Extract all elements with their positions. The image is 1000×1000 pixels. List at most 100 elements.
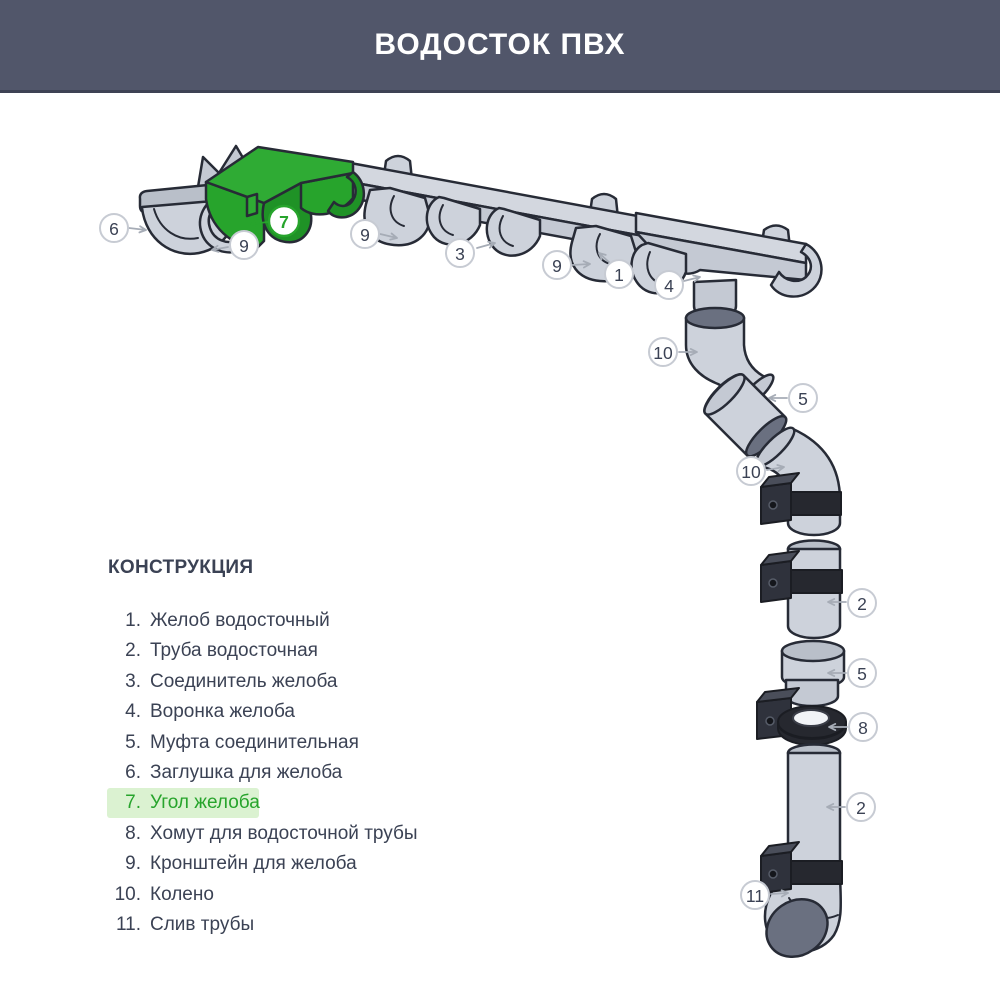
page-title: ВОДОСТОК ПВХ: [374, 28, 626, 61]
downpipe-lower: [786, 743, 842, 874]
callout-number: 11: [746, 886, 764, 906]
callout-number: 1: [614, 265, 624, 285]
callout-10: 10: [648, 337, 698, 367]
callout-8: 8: [828, 712, 878, 742]
callout-circle: [736, 456, 766, 486]
callout-arrow-icon: [826, 803, 846, 811]
callout-number: 5: [857, 664, 867, 684]
legend-item-number: 4.: [125, 701, 141, 723]
callout-4: 4: [654, 270, 701, 300]
callout-5: 5: [768, 383, 818, 413]
legend-item-number: 10.: [114, 883, 141, 905]
pipe-clamp: [760, 472, 842, 525]
callout-arrow-icon: [678, 348, 698, 356]
legend-item-number: 1.: [125, 610, 141, 631]
callout-arrow-icon: [476, 240, 496, 249]
legend-item-7-highlighted[interactable]: 7. Угол желоба: [70, 788, 500, 818]
funnel: [630, 211, 823, 321]
gutter-connector: [485, 206, 542, 257]
callout-arrow-icon: [598, 252, 612, 265]
callout-arrow-icon: [770, 889, 789, 898]
callout-arrow-icon: [766, 464, 785, 473]
legend-item-label: Желоб водосточный: [150, 610, 330, 631]
legend-item-number: 6.: [125, 762, 141, 784]
legend-item-8[interactable]: 8. Хомут для водосточной трубы: [70, 819, 500, 849]
legend-item-6[interactable]: 6. Заглушка для желоба: [70, 758, 500, 788]
legend-panel: КОНСТРУКЦИЯ 1. Желоб водосточный 2. Труб…: [70, 556, 500, 940]
legend-item-label: Заглушка для желоба: [150, 762, 343, 784]
legend-item-number: 8.: [125, 822, 141, 844]
legend-item-number: 3.: [125, 670, 141, 692]
callout-arrow-icon: [250, 219, 269, 228]
legend-item-label: Хомут для водосточной трубы: [150, 822, 418, 844]
legend-item-11[interactable]: 11. Слив трубы: [70, 910, 500, 940]
callouts: 6 9 7 9 3 9 1 4 10 5 10 2 5 8 2 11: [99, 204, 878, 910]
callout-9: 9: [350, 219, 398, 249]
legend-item-label: Слив трубы: [150, 914, 255, 936]
callout-number: 6: [109, 219, 119, 239]
callout-2: 2: [826, 792, 876, 822]
callout-circle: [350, 219, 380, 249]
callout-number: 7: [279, 212, 289, 232]
callout-number: 10: [653, 343, 673, 363]
legend-item-4[interactable]: 4. Воронка желоба: [70, 697, 500, 727]
callout-number: 8: [858, 718, 868, 738]
callout-circle: [740, 880, 770, 910]
callout-circle: [267, 204, 301, 238]
callout-circle: [648, 337, 678, 367]
legend-item-9[interactable]: 9. Кронштейн для желоба: [70, 849, 500, 879]
legend-item-label: Угол желоба: [150, 792, 260, 814]
callout-6: 6: [99, 213, 147, 243]
legend-item-number: 9.: [125, 853, 141, 875]
callout-number: 5: [798, 389, 808, 409]
callout-10: 10: [736, 456, 785, 486]
callout-circle: [445, 238, 475, 268]
callout-2: 2: [827, 588, 877, 618]
clamp-ring: [756, 687, 847, 746]
callout-circle: [654, 270, 684, 300]
legend-item-5[interactable]: 5. Муфта соединительная: [70, 728, 500, 758]
callout-number: 9: [239, 236, 249, 256]
callout-arrow-icon: [683, 274, 701, 283]
callout-arrow-icon: [827, 669, 847, 677]
callout-circle: [846, 792, 876, 822]
callout-number: 3: [455, 244, 465, 264]
callout-circle: [542, 250, 572, 280]
legend-item-label: Соединитель желоба: [150, 670, 338, 692]
pipe-clamp: [760, 550, 843, 603]
legend-list: 1. Желоб водосточный 2. Труба водосточна…: [70, 606, 500, 940]
legend-item-label: Кронштейн для желоба: [150, 853, 357, 875]
callout-number: 2: [857, 594, 867, 614]
gutter-segment-profile: [425, 195, 482, 246]
title-bar: ВОДОСТОК ПВХ: [0, 0, 1000, 93]
callout-circle: [788, 383, 818, 413]
callout-circle: [847, 658, 877, 688]
callout-arrow-icon: [571, 260, 591, 269]
callout-arrow-icon: [211, 244, 229, 253]
legend-item-10[interactable]: 10. Колено: [70, 880, 500, 910]
callout-circle: [99, 213, 129, 243]
legend-item-label: Воронка желоба: [150, 701, 295, 723]
legend-title: КОНСТРУКЦИЯ: [108, 557, 254, 578]
legend-highlight: [107, 788, 259, 819]
callout-number: 9: [552, 256, 562, 276]
legend-item-number: 7.: [125, 792, 141, 814]
legend-item-label: Муфта соединительная: [150, 731, 359, 753]
legend-item-1[interactable]: 1. Желоб водосточный: [70, 606, 500, 636]
legend-item-label: Колено: [150, 883, 214, 905]
legend-item-number: 2.: [125, 640, 141, 662]
callout-number: 2: [856, 798, 866, 818]
callout-11: 11: [740, 880, 789, 910]
callout-9: 9: [211, 230, 259, 260]
callout-arrow-icon: [128, 225, 147, 234]
callout-number: 9: [360, 225, 370, 245]
legend-item-2[interactable]: 2. Труба водосточная: [70, 636, 500, 666]
callout-circle: [847, 588, 877, 618]
coupling-vertical: [780, 639, 846, 708]
callout-arrow-icon: [827, 598, 847, 606]
callout-arrow-icon: [828, 723, 848, 731]
legend-item-3[interactable]: 3. Соединитель желоба: [70, 667, 500, 697]
callout-3: 3: [445, 238, 496, 268]
callout-7: 7: [250, 204, 301, 238]
